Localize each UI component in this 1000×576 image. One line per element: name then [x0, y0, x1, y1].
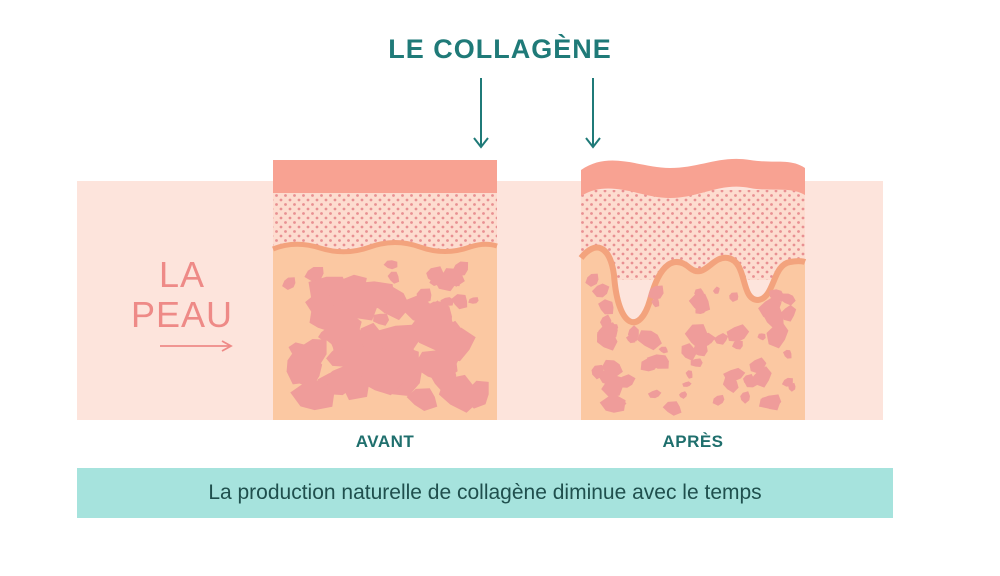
- skin-cell: [769, 289, 784, 302]
- skin-cell: [591, 364, 604, 380]
- skin-cell: [712, 394, 725, 406]
- arrow-after-head: [585, 137, 601, 149]
- before-junction-line: [272, 240, 498, 255]
- skin-cell: [320, 299, 354, 339]
- skin-cell: [726, 324, 750, 342]
- skin-cell: [375, 324, 420, 354]
- skin-cell: [682, 381, 692, 387]
- skin-cell: [598, 299, 614, 315]
- skin-arrow: [160, 340, 233, 352]
- skin-cell: [732, 340, 743, 350]
- arrow-before-head: [473, 137, 489, 149]
- label-before: AVANT: [355, 432, 415, 451]
- skin-cell: [451, 261, 469, 276]
- skin-cell: [729, 292, 739, 302]
- skin-cell: [415, 324, 442, 349]
- skin-label-line1: LA: [158, 254, 206, 295]
- skin-cell: [749, 357, 767, 374]
- caption-bar: [77, 468, 893, 518]
- skin-cell: [601, 359, 623, 378]
- skin-cell: [627, 325, 639, 342]
- skin-cell: [743, 374, 754, 386]
- skin-cell: [383, 260, 398, 270]
- skin-cell: [779, 293, 796, 306]
- skin-cell: [406, 388, 438, 411]
- skin-cell: [387, 271, 400, 284]
- skin-cell: [338, 346, 372, 374]
- skin-cell: [636, 330, 662, 351]
- skin-cell: [762, 395, 781, 411]
- skin-label-line2: PEAU: [130, 294, 234, 335]
- label-after: APRÈS: [662, 432, 724, 451]
- skin-cell: [451, 294, 468, 310]
- skin-cell: [290, 380, 335, 411]
- skin-cell: [585, 273, 599, 287]
- skin-cell: [305, 291, 333, 313]
- after-dermis-dots: [581, 190, 805, 280]
- skin-cell: [662, 401, 682, 416]
- skin-cell: [599, 395, 626, 413]
- skin-cell: [685, 370, 693, 379]
- skin-cell: [780, 304, 797, 322]
- skin-cell: [693, 332, 716, 346]
- skin-cell: [690, 358, 703, 367]
- skin-cell: [762, 306, 784, 329]
- skin-cell: [438, 374, 480, 413]
- skin-label: LA PEAU: [128, 255, 236, 335]
- collagen-arrows: [473, 78, 601, 149]
- skin-cell: [713, 333, 729, 345]
- skin-cell: [646, 354, 669, 369]
- skin-cell: [740, 391, 750, 404]
- skin-cell: [387, 304, 401, 314]
- skin-cell: [694, 288, 705, 299]
- skin-cell: [648, 285, 664, 300]
- skin-cell: [597, 333, 605, 341]
- skin-cell: [651, 298, 660, 308]
- skin-cell: [695, 306, 707, 314]
- skin-cell: [359, 363, 404, 396]
- skin-cell: [424, 301, 453, 333]
- skin-cell: [282, 277, 296, 290]
- skin-cell: [766, 321, 789, 349]
- skin-cell: [434, 268, 460, 292]
- skin-cell: [468, 297, 479, 304]
- skin-cell: [591, 283, 610, 298]
- skin-cell: [712, 286, 720, 294]
- skin-cell: [783, 349, 792, 359]
- skin-cell: [360, 322, 385, 356]
- skin-cell: [681, 343, 696, 361]
- skin-cell: [723, 367, 746, 381]
- skin-cell: [781, 377, 793, 387]
- skin-cell: [679, 391, 688, 399]
- skin-cell: [430, 348, 460, 377]
- caption-text: La production naturelle de collagène dim…: [208, 481, 762, 504]
- before-epidermis: [273, 160, 497, 193]
- skin-cell: [304, 267, 324, 282]
- after-epidermis: [581, 158, 805, 198]
- skin-cell: [647, 389, 662, 399]
- skin-cell: [373, 313, 390, 326]
- panel-after: [578, 158, 807, 420]
- after-cells: [585, 273, 797, 416]
- skin-cell: [616, 374, 636, 388]
- skin-cell: [692, 344, 708, 357]
- skin-cell: [757, 333, 766, 341]
- skin-cell: [387, 346, 419, 369]
- before-cells: [282, 260, 489, 413]
- panel-before: [272, 160, 498, 420]
- after-junction-line: [578, 244, 807, 325]
- diagram-title: LE COLLAGÈNE: [388, 34, 612, 64]
- skin-cell: [286, 348, 311, 385]
- skin-cell: [600, 314, 612, 331]
- skin-cell: [658, 346, 668, 354]
